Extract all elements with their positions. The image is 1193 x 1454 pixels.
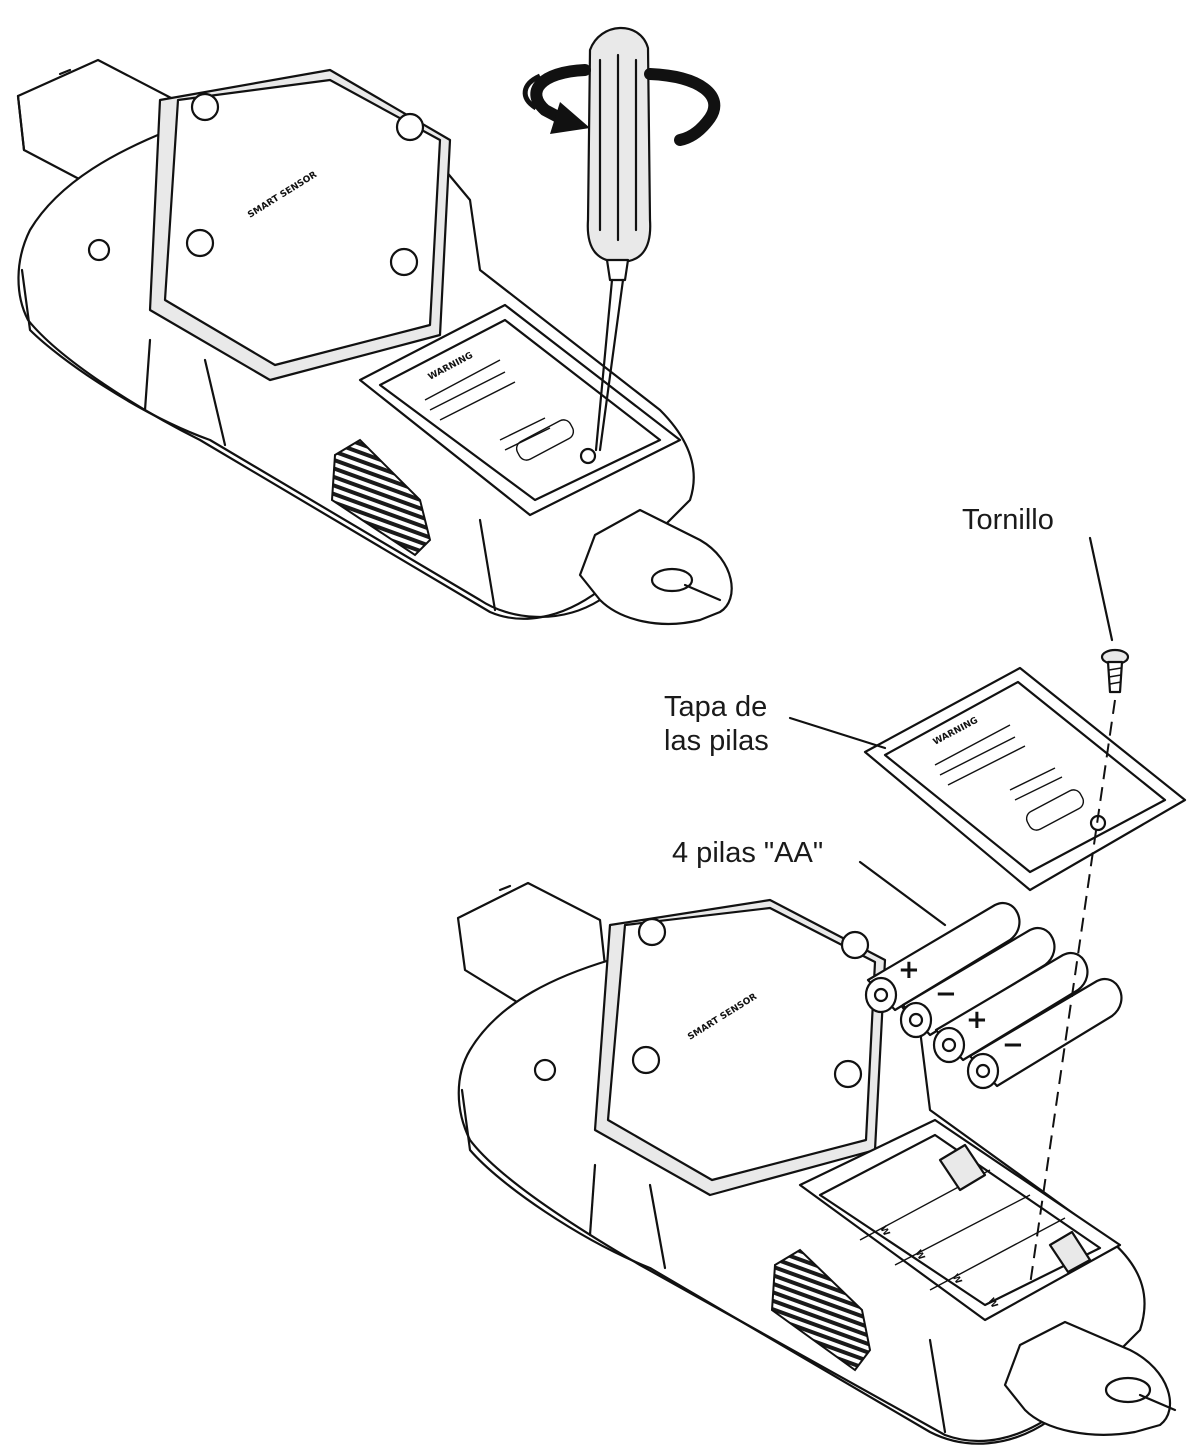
svg-text:W: W [912,1249,926,1263]
battery-3: + [932,951,1089,1064]
leader-line-cover [788,716,887,750]
aa-batteries: + − + − [864,901,1123,1090]
screw-hole-bottom-plate [533,917,870,1089]
battery-cover: WARNING [863,666,1187,892]
battery-1: + [864,901,1021,1014]
rotation-arrow-icon [522,64,721,146]
svg-text:W: W [985,1297,999,1311]
device-top: SMART SENSOR WARNING [16,58,733,626]
device-bottom: SMART SENSOR W W W W [456,881,1177,1445]
battery-minus-sign: − [1002,1030,1024,1060]
battery-minus-sign: − [935,979,957,1009]
battery-plus-sign: + [898,955,920,985]
leader-line-batteries [858,860,947,927]
battery-4: − [966,977,1123,1090]
label-screw: Tornillo [962,504,1054,536]
label-battery-cover-line2: las pilas [664,725,769,757]
svg-text:W: W [949,1273,963,1287]
battery-plus-sign: + [966,1005,988,1035]
screwdriver [586,26,652,452]
label-battery-cover-line1: Tapa de [664,691,768,723]
label-battery-cover: Tapa de las pilas [664,690,769,758]
screw-icon [1100,648,1130,694]
screw-hole-top-plate [87,92,425,277]
leader-line-screw [1088,536,1114,642]
assembly-dashed-line [1029,699,1116,1286]
label-batteries: 4 pilas "AA" [672,837,824,869]
svg-text:W: W [877,1225,891,1239]
